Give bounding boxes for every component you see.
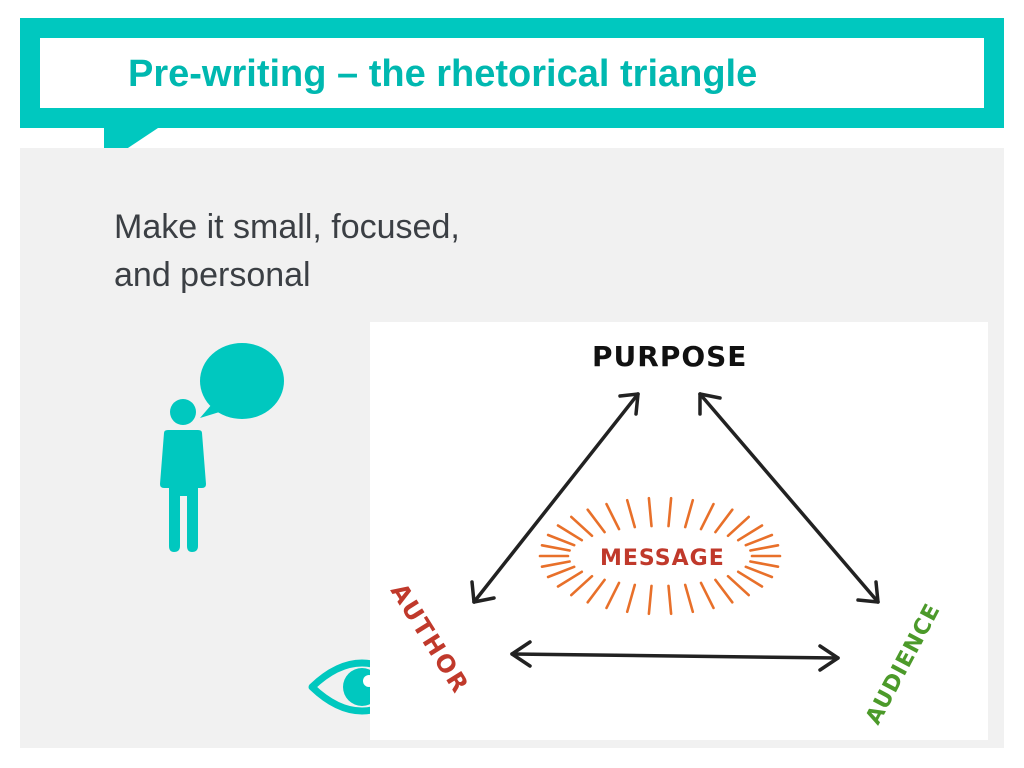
message-ray <box>570 515 594 538</box>
message-ray <box>586 578 606 604</box>
message-ray <box>726 574 751 597</box>
body-line-2: and personal <box>114 256 311 294</box>
message-ray <box>667 584 673 616</box>
person-speech-icon <box>160 343 284 552</box>
message-ray <box>714 508 734 534</box>
message-ray <box>556 570 584 588</box>
message-ray <box>540 560 571 568</box>
diagram-background <box>370 322 988 740</box>
message-ray <box>605 502 621 531</box>
message-ray <box>744 533 774 547</box>
message-ray <box>744 565 774 579</box>
message-ray <box>570 574 594 597</box>
message-ray <box>546 565 576 579</box>
message-ray <box>699 502 715 531</box>
triangle-arrows <box>470 392 880 672</box>
slide-title: Pre-writing – the rhetorical triangle <box>128 53 758 95</box>
message-ray <box>749 544 780 552</box>
message-ray <box>683 498 695 529</box>
message-ray <box>683 583 695 614</box>
message-ray <box>699 581 715 610</box>
body-line-1: Make it small, focused, <box>114 208 460 246</box>
message-ray <box>540 544 571 552</box>
message-ray <box>546 533 576 547</box>
message-ray <box>556 524 584 542</box>
message-ray <box>736 570 764 588</box>
message-label: MESSAGE <box>600 546 725 571</box>
message-ray <box>586 508 606 534</box>
message-ray <box>625 498 637 529</box>
message-ray <box>647 496 653 528</box>
purpose-label: PURPOSE <box>592 340 747 373</box>
message-rays <box>538 496 782 616</box>
message-ray <box>605 581 621 610</box>
message-ray <box>647 584 653 616</box>
message-ray <box>714 578 734 604</box>
body-text: Make it small, focused, and personal <box>114 203 460 299</box>
message-ray <box>749 560 780 568</box>
title-box: Pre-writing – the rhetorical triangle <box>40 38 984 108</box>
message-ray <box>736 524 764 542</box>
title-banner: Pre-writing – the rhetorical triangle <box>20 18 1004 128</box>
message-ray <box>667 496 673 528</box>
rhetorical-triangle-diagram: PURPOSE MESSAGE AUTHOR AUDIENCE <box>370 322 988 740</box>
message-ray <box>625 583 637 614</box>
message-ray <box>726 515 751 538</box>
